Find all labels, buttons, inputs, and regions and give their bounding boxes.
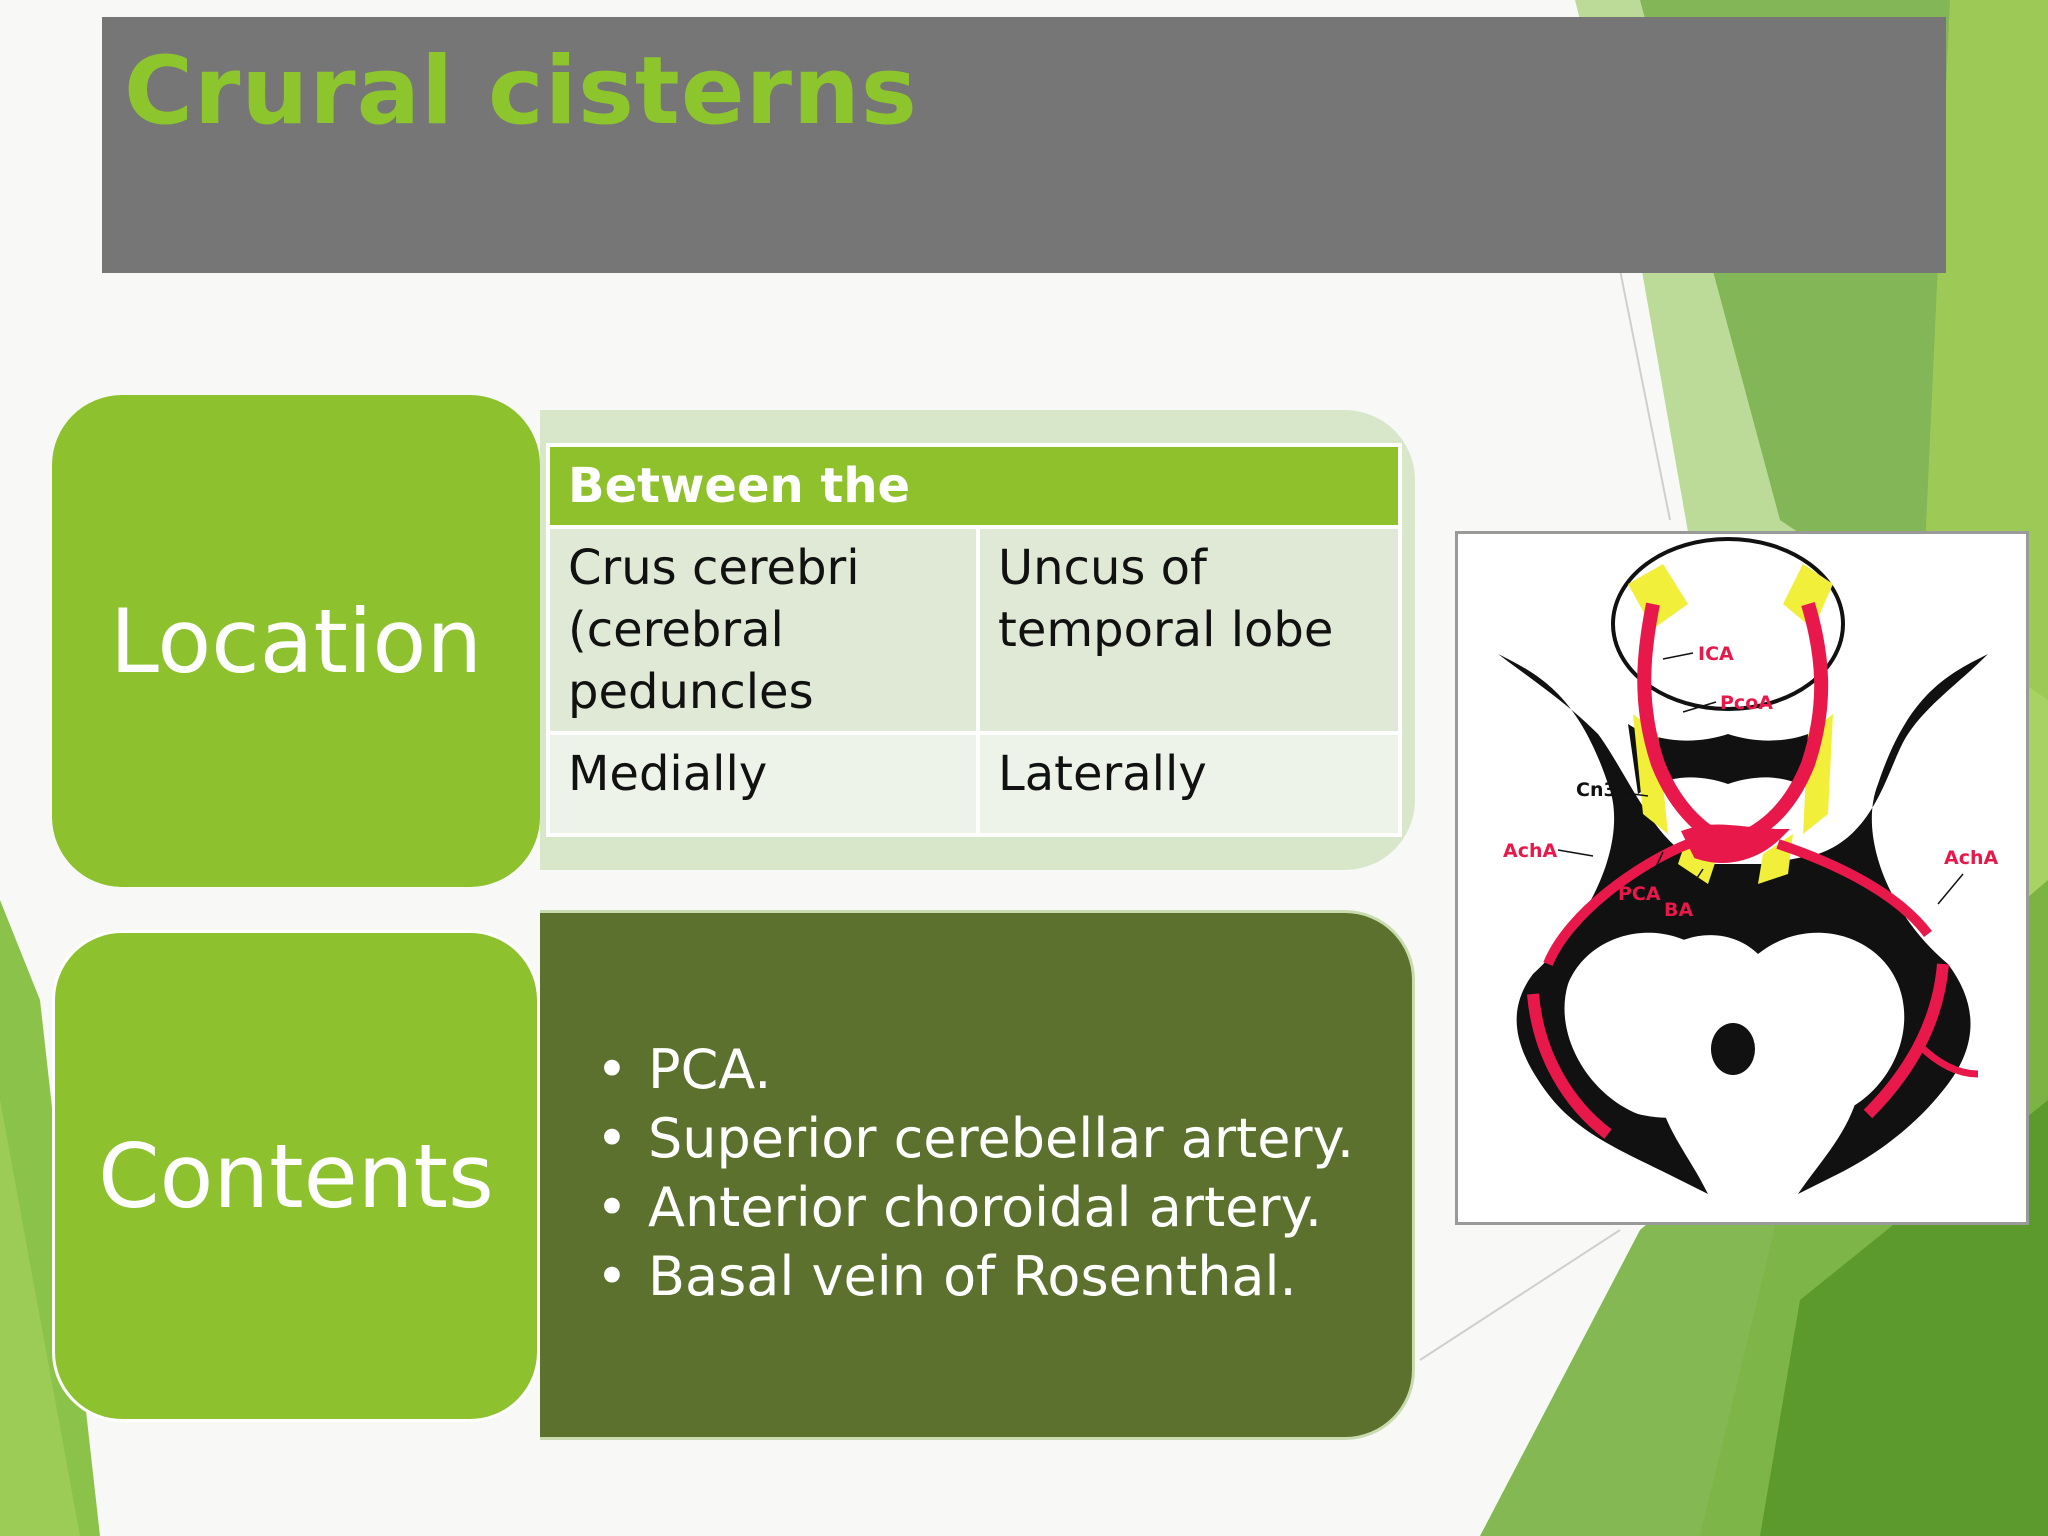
diagram-label-ica: ICA (1698, 643, 1734, 665)
contents-label: Contents (98, 1124, 494, 1228)
list-item: Superior cerebellar artery. (596, 1104, 1354, 1173)
diagram-label-cn3: Cn3 (1576, 779, 1617, 801)
list-item: Anterior choroidal artery. (596, 1173, 1354, 1242)
table-row: Crus cerebri (cerebral peduncles Uncus o… (546, 525, 1402, 735)
diagram-label-pcoa: PcoA (1720, 692, 1773, 714)
diagram-label-ba: BA (1664, 899, 1693, 921)
table-cell-laterally: Laterally (976, 731, 1402, 837)
contents-list: PCA. Superior cerebellar artery. Anterio… (596, 1035, 1354, 1311)
table-cell-medially: Medially (546, 731, 980, 837)
location-label-box: Location (52, 395, 540, 887)
contents-label-box: Contents (52, 930, 540, 1422)
diagram-label-acha-left: AchA (1503, 840, 1557, 862)
cistern-diagram-drawing: ICA PcoA Cn3 AchA AchA PCA BA (1498, 537, 1998, 1194)
list-item: Basal vein of Rosenthal. (596, 1242, 1354, 1311)
diagram-label-acha-right: AchA (1944, 847, 1998, 869)
location-label: Location (109, 589, 483, 693)
list-item: PCA. (596, 1035, 1354, 1104)
table-header: Between the (546, 443, 1402, 529)
table-cell-crus: Crus cerebri (cerebral peduncles (546, 525, 980, 735)
table-row: Medially Laterally (546, 731, 1402, 837)
location-table: Between the Crus cerebri (cerebral pedun… (546, 443, 1402, 837)
slide-title: Crural cisterns (124, 37, 918, 146)
cistern-diagram: ICA PcoA Cn3 AchA AchA PCA BA (1455, 531, 2029, 1225)
diagram-label-pca: PCA (1618, 883, 1661, 905)
table-cell-uncus: Uncus of temporal lobe (976, 525, 1402, 735)
title-bar (102, 17, 1946, 273)
